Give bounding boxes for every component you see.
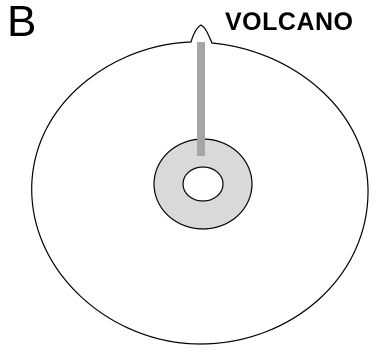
panel-letter: B xyxy=(7,0,37,46)
inner-core xyxy=(182,166,224,202)
volcano-label: VOLCANO xyxy=(225,8,354,36)
magma-conduit xyxy=(197,42,205,156)
